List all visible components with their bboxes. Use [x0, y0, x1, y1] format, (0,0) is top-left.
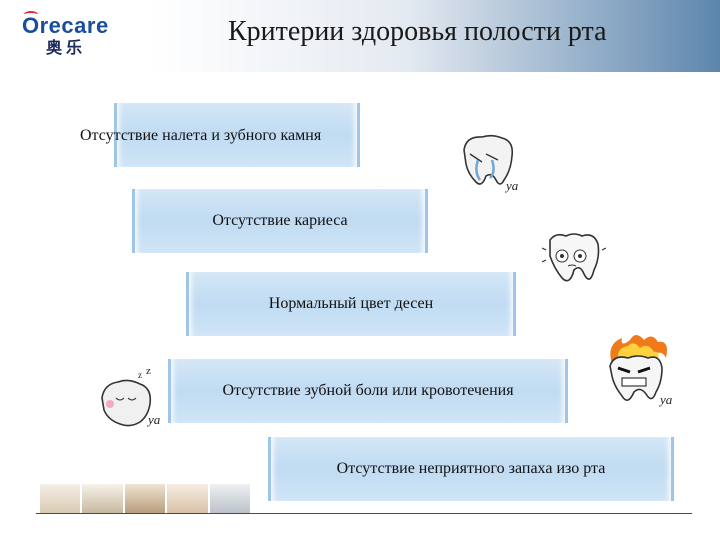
criterion-box-bad-breath: Отсутствие неприятного запаха изо рта	[268, 437, 674, 501]
photo-thumbnail	[124, 484, 166, 514]
criterion-box-plaque	[114, 103, 360, 167]
photo-thumbnail	[209, 484, 251, 514]
footer-rule	[36, 513, 692, 514]
angry-fire-tooth-icon: ya	[600, 330, 682, 412]
criterion-label-gum-color: Нормальный цвет десен	[268, 295, 434, 312]
svg-text:z: z	[138, 370, 142, 380]
photo-thumbnail	[167, 484, 208, 514]
criterion-label-plaque: Отсутствие налета и зубного камня	[80, 127, 322, 144]
svg-text:z: z	[146, 368, 151, 377]
criterion-box-pain-bleeding: Отсутствие зубной боли или кровотечения	[168, 359, 568, 423]
svg-text:ya: ya	[146, 412, 161, 427]
page-title: Критерии здоровья полости рта	[228, 16, 607, 47]
header-gradient-band	[150, 0, 720, 72]
logo-cjk-wordmark: 奥乐	[46, 38, 87, 57]
criterion-label-pain-bleeding: Отсутствие зубной боли или кровотечения	[222, 382, 514, 399]
crying-tooth-icon: ya	[456, 132, 526, 198]
criterion-label-bad-breath: Отсутствие неприятного запаха изо рта	[336, 460, 606, 477]
photo-strip	[40, 484, 251, 514]
criterion-box-gum-color: Нормальный цвет десен	[186, 272, 516, 336]
scared-tooth-icon	[541, 230, 607, 292]
criterion-box-caries: Отсутствие кариеса	[132, 189, 428, 253]
brand-logo: Orecare 奥乐	[22, 11, 122, 58]
photo-thumbnail	[40, 484, 81, 514]
svg-text:ya: ya	[504, 178, 519, 193]
photo-thumbnail	[82, 484, 123, 514]
svg-text:ya: ya	[658, 392, 673, 407]
logo-swoosh-icon	[24, 11, 38, 18]
criterion-label-caries: Отсутствие кариеса	[212, 212, 348, 229]
